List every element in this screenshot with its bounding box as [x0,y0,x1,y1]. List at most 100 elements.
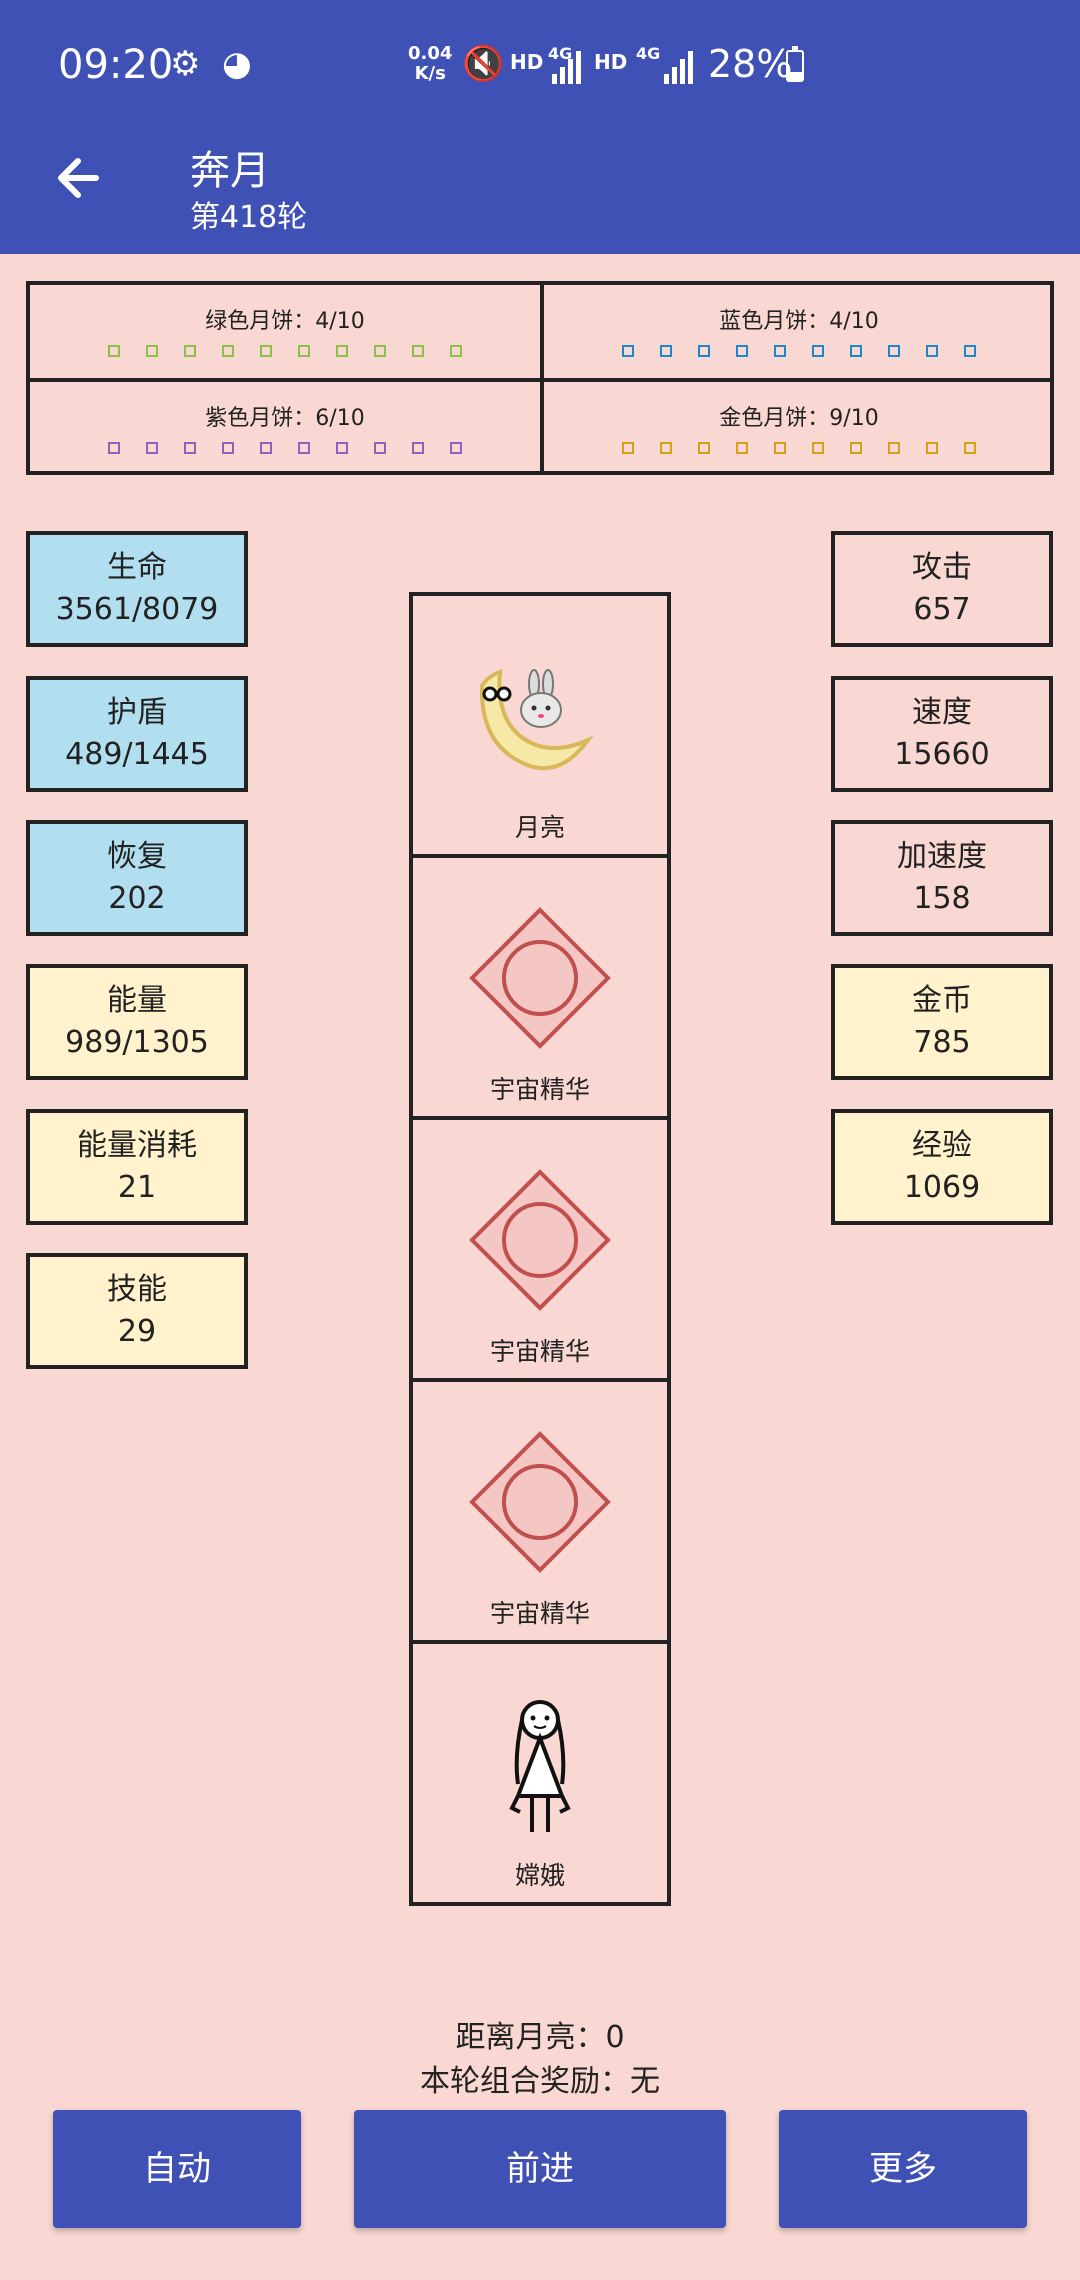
column-cell-moon[interactable]: 月亮 [409,592,671,858]
stat-name: 攻击 [912,550,972,585]
mooncake-panel: 绿色月饼：4/10 蓝色月饼：4/10 紫色月饼：6/10 金色月饼：9/10 [26,281,1054,475]
mooncake-slot [146,345,158,357]
column-cell-essence[interactable]: 宇宙精华 [409,1116,671,1382]
stat-name: 速度 [912,695,972,730]
mooncake-label: 金色月饼：9/10 [719,406,879,431]
mooncake-slot [374,442,386,454]
stat-value: 21 [117,1170,157,1205]
back-arrow-icon[interactable] [52,150,108,206]
mooncake-purple: 紫色月饼：6/10 [30,382,540,475]
mooncake-slot [964,442,976,454]
stat-energy-cost: 能量消耗 21 [26,1109,248,1225]
mooncake-gold: 金色月饼：9/10 [544,382,1054,475]
network-speed-value: 0.04 [408,43,453,64]
stat-value: 202 [108,881,166,916]
stat-speed: 速度 15660 [831,676,1053,792]
cell-label: 宇宙精华 [489,1337,590,1366]
stat-hp: 生命 3561/8079 [26,531,248,647]
mooncake-slot [812,345,824,357]
settings-gear-icon: ⚙ [170,44,201,84]
stat-name: 经验 [912,1128,972,1163]
network-speed-unit: K/s [414,63,446,84]
mooncake-slot [698,345,710,357]
mooncake-slot [298,345,310,357]
mooncake-slot [888,345,900,357]
stat-name: 能量消耗 [77,1128,197,1163]
mooncake-slot [260,442,272,454]
mooncake-slot [260,345,272,357]
stat-value: 29 [117,1314,157,1349]
cosmic-essence-icon [469,907,611,1049]
stat-name: 恢复 [107,839,167,874]
mooncake-slot [450,345,462,357]
mooncake-slot [660,345,672,357]
mooncake-slot [184,345,196,357]
mooncake-slot [108,345,120,357]
mooncake-slot [964,345,976,357]
hd-label-2: HD [594,50,628,74]
more-button[interactable]: 更多 [779,2110,1027,2228]
app-notification-icon: ◕ [222,44,252,84]
mooncake-slot [336,345,348,357]
cosmic-essence-icon [469,1431,611,1573]
signal-bars-icon-2 [664,51,693,84]
mooncake-slot [336,442,348,454]
stat-value: 489/1445 [65,737,209,772]
mooncake-label: 紫色月饼：6/10 [205,406,365,431]
stat-value: 15660 [894,737,990,772]
status-time: 09:20 [58,42,174,88]
mooncake-green: 绿色月饼：4/10 [30,285,540,378]
stat-name: 金币 [912,983,972,1018]
cell-label: 宇宙精华 [489,1599,590,1628]
page-title: 奔月 [190,148,270,194]
round-subtitle: 第418轮 [190,200,308,235]
stat-energy: 能量 989/1305 [26,964,248,1080]
auto-button[interactable]: 自动 [53,2110,301,2228]
mooncake-slot [412,442,424,454]
stat-recovery: 恢复 202 [26,820,248,936]
stat-value: 158 [913,881,971,916]
hd-label-1: HD [510,50,544,74]
top-bar: 09:20 ⚙ ◕ 0.04 K/s 🔇 HD 4G HD 4G 28% 奔月 … [0,0,1080,254]
cell-label: 嫦娥 [514,1861,565,1890]
combo-reward: 本轮组合奖励：无 [420,2064,660,2099]
mooncake-slot [736,442,748,454]
mooncake-slot [298,442,310,454]
mute-icon: 🔇 [462,44,505,84]
cosmic-essence-icon [469,1169,611,1311]
mooncake-slot [926,442,938,454]
column-cell-essence[interactable]: 宇宙精华 [409,854,671,1120]
mooncake-slot [622,345,634,357]
mooncake-slot [108,442,120,454]
signal-bars-icon [552,51,581,84]
network-speed: 0.04 K/s [408,44,452,84]
mooncake-slot [660,442,672,454]
stat-name: 加速度 [897,839,987,874]
mooncake-slot [146,442,158,454]
mooncake-slot [698,442,710,454]
stat-value: 657 [913,592,971,627]
change-figure-icon [509,1700,571,1832]
status-bar: 09:20 ⚙ ◕ 0.04 K/s 🔇 HD 4G HD 4G 28% [0,0,1080,120]
stat-value: 989/1305 [65,1025,209,1060]
stat-experience: 经验 1069 [831,1109,1053,1225]
cell-label: 月亮 [514,813,565,842]
battery-icon [786,46,804,82]
stat-name: 生命 [107,550,167,585]
mooncake-slot [412,345,424,357]
mooncake-label: 绿色月饼：4/10 [205,309,365,334]
stat-skill: 技能 29 [26,1253,248,1369]
stat-value: 785 [913,1025,971,1060]
mooncake-slot [222,345,234,357]
stat-name: 护盾 [107,695,167,730]
mooncake-slot [850,345,862,357]
mooncake-slot [888,442,900,454]
battery-percent: 28% [708,42,793,86]
column-cell-essence[interactable]: 宇宙精华 [409,1378,671,1644]
mooncake-slot [812,442,824,454]
column-cell-change[interactable]: 嫦娥 [409,1640,671,1906]
mooncake-slot [222,442,234,454]
forward-button[interactable]: 前进 [354,2110,726,2228]
mooncake-slot [926,345,938,357]
stat-acceleration: 加速度 158 [831,820,1053,936]
